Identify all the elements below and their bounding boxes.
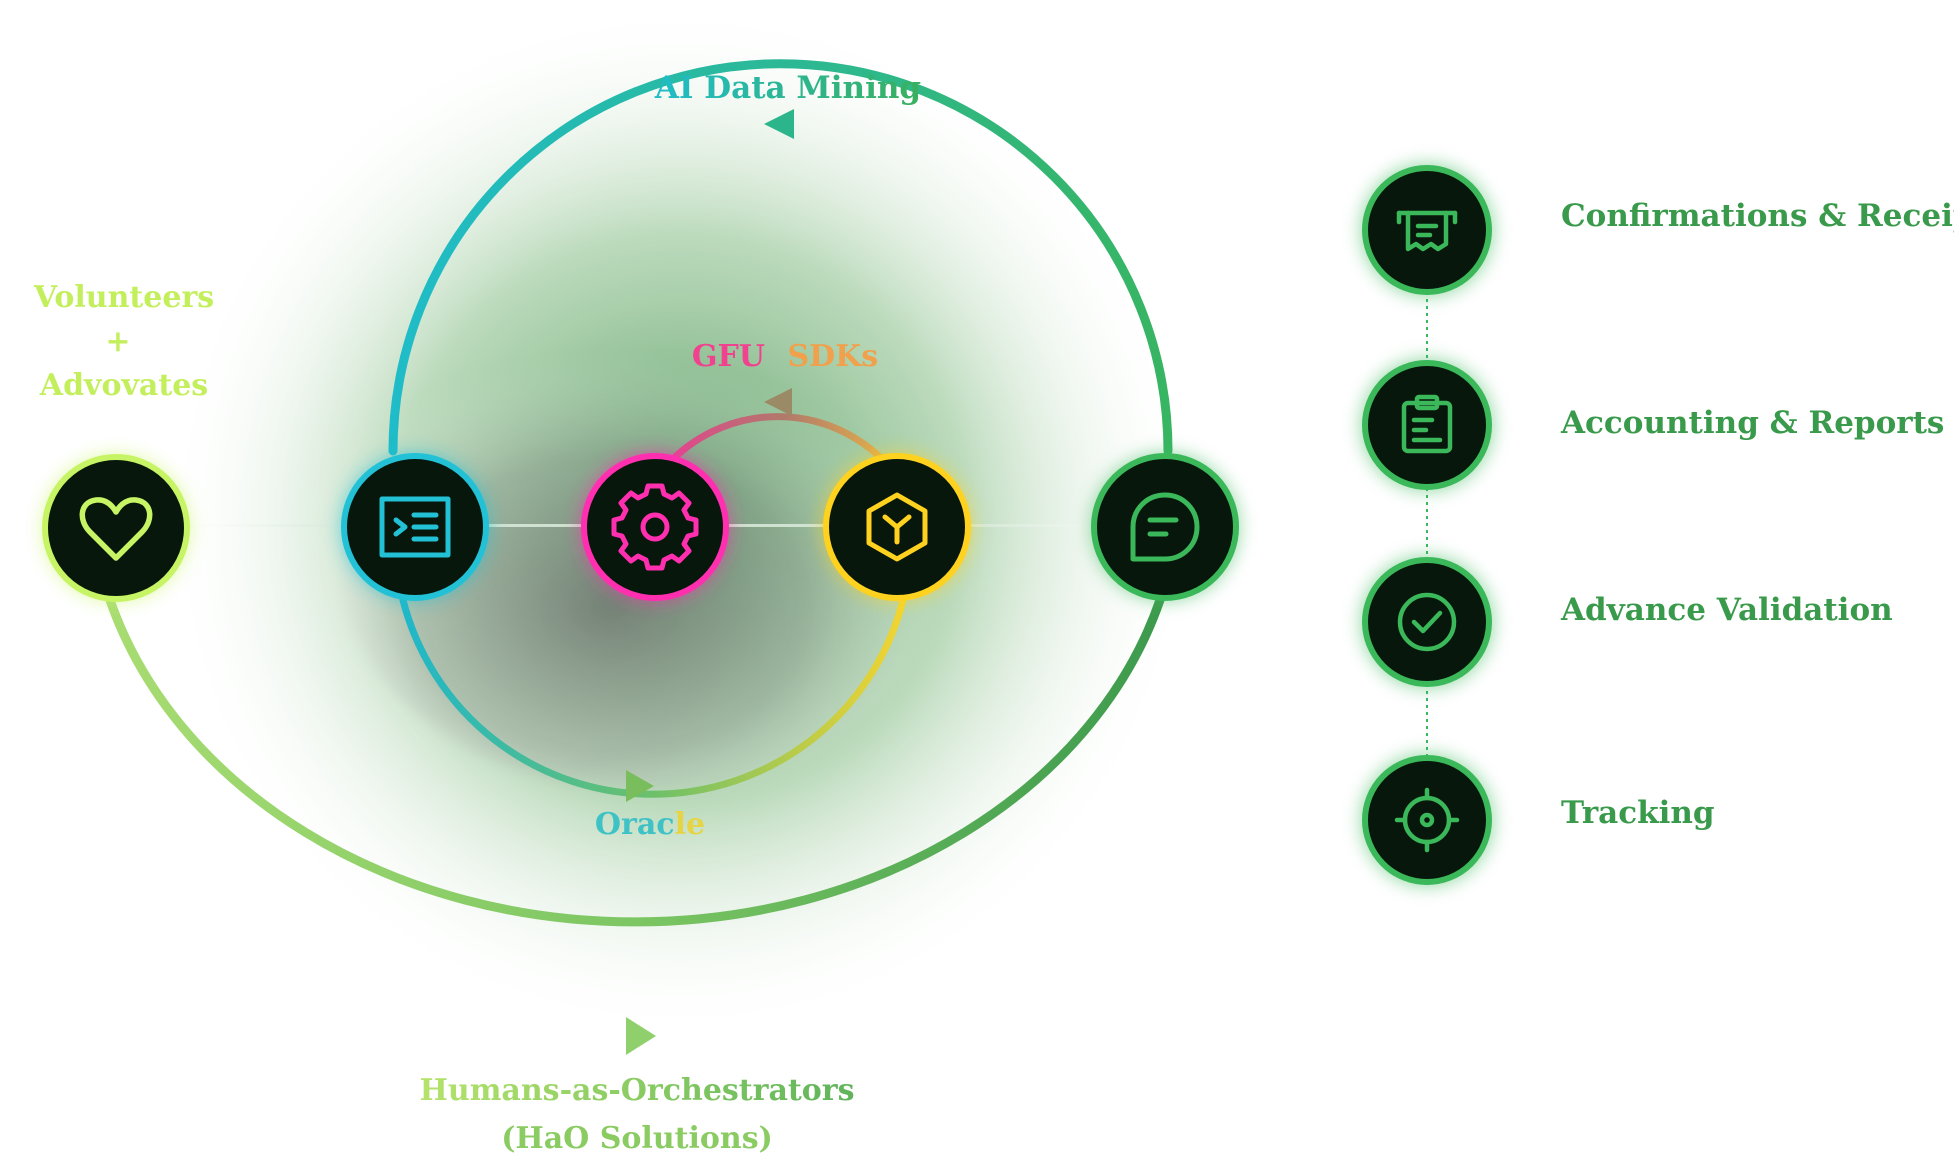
list-node-accounting[interactable]: [1361, 359, 1493, 491]
label-ai-data-mining: AI Data Mining: [654, 70, 921, 106]
inner-bottom-arc: [399, 596, 907, 798]
cube-icon: [866, 492, 928, 562]
label-volunteers: Volunteers: [33, 280, 214, 315]
inner-top-arrow: [764, 388, 792, 416]
receipt-icon: [1396, 210, 1458, 252]
label-gfu-sdks: GFU SDKs: [692, 339, 878, 374]
lower-arc-arrow: [626, 1017, 656, 1055]
label-gfu: GFU: [692, 339, 765, 374]
list-label-accounting: Accounting & Reports: [1561, 405, 1945, 441]
list-label-validation: Advance Validation: [1561, 592, 1893, 628]
list-node-validation[interactable]: [1361, 556, 1493, 688]
chat-node[interactable]: [1091, 453, 1239, 601]
inner-top-arc: [666, 413, 904, 484]
list-node-receipts[interactable]: [1361, 164, 1493, 296]
label-oracle-part-2: le: [675, 807, 705, 842]
label-oracle: Oracle: [595, 807, 705, 842]
label-advovates: Advovates: [39, 368, 208, 403]
outer-top-arrow: [764, 109, 794, 139]
volunteers-node[interactable]: [42, 454, 190, 602]
crosshair-icon: [1394, 787, 1460, 853]
label-plus: +: [105, 324, 130, 359]
chat-bubble-icon: [1130, 492, 1200, 562]
heart-icon: [79, 497, 153, 561]
clipboard-icon: [1401, 394, 1453, 454]
gear-icon: [611, 483, 699, 571]
list-label-confirmations: Confirmations & Receipts: [1561, 198, 1954, 234]
terminal-list-icon: [379, 496, 451, 558]
data-mining-node[interactable]: [341, 453, 489, 601]
label-sdks: SDKs: [787, 339, 878, 374]
label-oracle-part-1: Orac: [595, 807, 675, 842]
check-circle-icon: [1397, 592, 1457, 652]
label-hao-solutions: (HaO Solutions): [501, 1121, 773, 1156]
lower-arc: [105, 595, 1165, 927]
oracle-node[interactable]: [823, 453, 971, 601]
list-label-tracking: Tracking: [1561, 795, 1715, 831]
inner-bottom-arrow: [626, 770, 654, 802]
list-node-tracking[interactable]: [1361, 754, 1493, 886]
outer-top-arc: [388, 59, 1173, 456]
gfu-sdk-node[interactable]: [581, 453, 729, 601]
label-humans-as-orchestrators: Humans-as-Orchestrators: [420, 1073, 855, 1108]
